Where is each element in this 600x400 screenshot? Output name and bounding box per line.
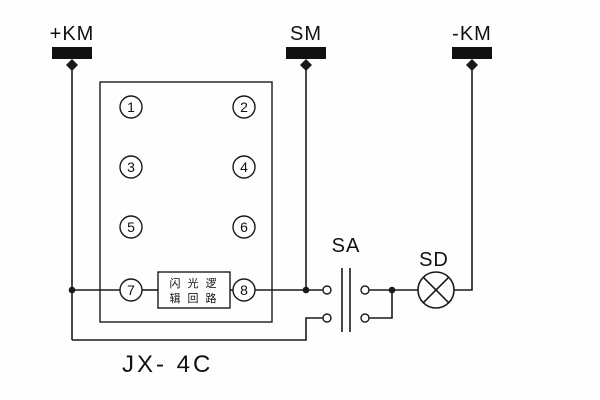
- pin-1: 1: [119, 95, 143, 119]
- terminal-block-plus-km: [52, 47, 92, 59]
- pin-8: 8: [232, 278, 256, 302]
- flash-logic-outline: [157, 271, 231, 309]
- pin-circle-icon: [232, 95, 256, 119]
- pin-circle-icon: [119, 95, 143, 119]
- terminal-block-minus-km: [452, 47, 492, 59]
- pin-7: 7: [119, 278, 143, 302]
- pin-2: 2: [232, 95, 256, 119]
- switch-sa-label: SA: [332, 235, 361, 257]
- pin-circle-icon: [119, 215, 143, 239]
- junction-dot-lamp-branch: [388, 286, 396, 294]
- switch-contact-bottom-left: [322, 313, 332, 323]
- lamp-sd-label: SD: [419, 249, 449, 271]
- pin-circle-icon: [119, 155, 143, 179]
- pin-circle-icon: [119, 278, 143, 302]
- terminal-sm: SM: [286, 23, 326, 71]
- terminal-minus-km: -KM: [452, 23, 492, 71]
- terminal-block-sm: [286, 47, 326, 59]
- switch-sa: SA: [322, 235, 370, 332]
- terminal-plus-km: +KM: [50, 23, 95, 71]
- junction-dot-sm: [302, 286, 310, 294]
- switch-contact-bottom-right: [360, 313, 370, 323]
- pin-6: 6: [232, 215, 256, 239]
- relay-device: 1 3 5 7 2 4 6 8: [99, 81, 273, 378]
- junction-dot-left: [68, 286, 76, 294]
- pin-number: 6: [240, 219, 248, 235]
- relay-outline: [99, 81, 273, 323]
- switch-contact-top-left: [322, 285, 332, 295]
- lamp-sd: SD: [417, 249, 455, 309]
- terminal-label-plus-km: +KM: [50, 23, 95, 45]
- terminal-label-sm: SM: [290, 23, 322, 45]
- pin-3: 3: [119, 155, 143, 179]
- wiring: [68, 65, 473, 341]
- pin-number: 5: [127, 219, 135, 235]
- wire-lamp-to-minus-km: [454, 65, 473, 291]
- pin-number: 7: [127, 282, 135, 298]
- switch-contact-top-right: [360, 285, 370, 295]
- pin-number: 1: [127, 99, 135, 115]
- pin-number: 4: [240, 159, 248, 175]
- terminal-node-icon-minus-km: [466, 59, 478, 71]
- flash-logic-text-line1: 闪 光 逻: [169, 276, 218, 290]
- terminal-node-icon-sm: [300, 59, 312, 71]
- device-model-label: JX- 4C: [122, 351, 213, 378]
- flash-logic-text-line2: 辑 回 路: [169, 291, 218, 305]
- terminal-node-icon-plus-km: [66, 59, 78, 71]
- terminal-label-minus-km: -KM: [452, 23, 492, 45]
- pin-5: 5: [119, 215, 143, 239]
- flash-logic-block: 闪 光 逻 辑 回 路: [157, 271, 231, 309]
- pin-4: 4: [232, 155, 256, 179]
- pin-number: 3: [127, 159, 135, 175]
- pin-circle-icon: [232, 278, 256, 302]
- lamp-circle-icon: [417, 271, 455, 309]
- lamp-cross-icon: [422, 276, 450, 304]
- pin-circle-icon: [232, 215, 256, 239]
- wire-bottom-return: [72, 317, 323, 341]
- pin-circle-icon: [232, 155, 256, 179]
- pin-number: 2: [240, 99, 248, 115]
- wire-switch-lower-riser: [369, 290, 393, 319]
- pin-number: 8: [240, 282, 248, 298]
